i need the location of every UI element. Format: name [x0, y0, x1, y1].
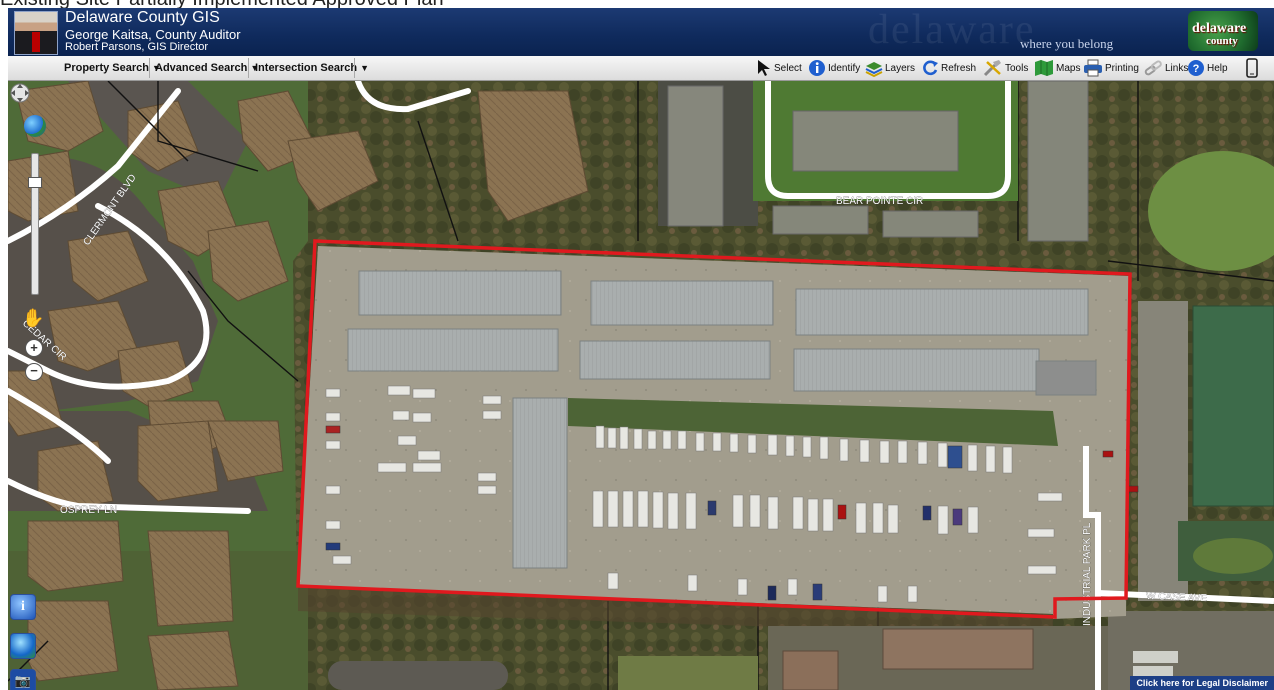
tools-tool[interactable]: Tools — [983, 58, 1028, 78]
globe-icon[interactable] — [24, 115, 46, 137]
zoom-slider-handle[interactable] — [28, 177, 42, 188]
refresh-tool[interactable]: Refresh — [921, 58, 976, 78]
slide-caption-text: Existing Site Partially Implemented Appr… — [0, 0, 444, 8]
printer-icon — [1084, 59, 1102, 77]
legal-disclaimer-link[interactable]: Click here for Legal Disclaimer — [1130, 676, 1274, 690]
property-search-menu[interactable]: Property Search▼ — [64, 62, 161, 74]
select-tool[interactable]: Select — [756, 58, 802, 78]
pan-control-icon[interactable] — [8, 81, 32, 105]
road-label: BEAR POINTE CIR — [836, 196, 923, 207]
zoom-out-button[interactable]: − — [25, 363, 43, 381]
map-icon — [1035, 60, 1053, 76]
identify-tool[interactable]: Identify — [808, 58, 860, 78]
help-icon: ? — [1188, 60, 1204, 76]
info-icon[interactable]: i — [10, 594, 36, 620]
logo-text-2: county — [1206, 35, 1238, 47]
help-tool[interactable]: ? Help — [1187, 58, 1228, 78]
mobile-icon — [1246, 58, 1258, 78]
auditor-photo — [14, 11, 58, 55]
road-label: INDUSTRIAL PARK PL — [1082, 522, 1093, 626]
layers-tool[interactable]: Layers — [865, 58, 915, 78]
aerial-imagery: CLERMONT BLVD CEDAR CIR OSPREY LN — [8, 81, 1274, 690]
highlighted-parcel[interactable] — [296, 239, 1132, 619]
toolbar: Property Search▼ Advanced Search▼ Inters… — [8, 56, 1274, 81]
slide-caption: Existing Site Partially Implemented Appr… — [0, 0, 1274, 8]
camera-icon[interactable]: 📷 — [10, 669, 36, 690]
app-header: Delaware County GIS George Kaitsa, Count… — [8, 8, 1274, 56]
director-name: Robert Parsons, GIS Director — [65, 41, 209, 53]
refresh-icon — [923, 60, 938, 76]
header-tagline: where you belong — [1020, 36, 1114, 51]
chevron-down-icon: ▼ — [151, 63, 161, 73]
arrow-cursor-icon — [758, 60, 770, 76]
globe-icon[interactable] — [10, 633, 36, 659]
layers-icon — [865, 62, 883, 77]
maps-tool[interactable]: Maps — [1034, 58, 1080, 78]
map-view[interactable]: CLERMONT BLVD CEDAR CIR OSPREY LN — [8, 81, 1274, 690]
toolbar-divider — [248, 58, 249, 78]
links-tool[interactable]: Links — [1143, 58, 1188, 78]
logo-text-1: delaware — [1192, 21, 1247, 36]
toolbar-divider — [354, 58, 355, 78]
app-title: Delaware County GIS — [65, 9, 220, 26]
auditor-name: George Kaitsa, County Auditor — [65, 27, 241, 42]
county-logo[interactable]: delaware county — [1188, 11, 1258, 51]
hand-pan-icon[interactable]: ✋ — [22, 308, 45, 328]
toolbar-divider — [149, 58, 150, 78]
road-label: W CASE AVE — [1146, 591, 1208, 604]
tools-icon — [983, 60, 1001, 77]
info-icon — [809, 60, 825, 76]
link-icon — [1144, 60, 1162, 76]
zoom-in-button[interactable]: + — [25, 339, 43, 357]
road-label: OSPREY LN — [60, 505, 117, 516]
intersection-search-menu[interactable]: Intersection Search▼ — [255, 62, 370, 74]
mobile-view-tool[interactable] — [1245, 58, 1261, 78]
zoom-slider[interactable] — [31, 153, 39, 295]
svg-text:?: ? — [1193, 63, 1200, 75]
advanced-search-menu[interactable]: Advanced Search▼ — [155, 62, 260, 74]
chevron-down-icon: ▼ — [360, 63, 370, 73]
printing-tool[interactable]: Printing — [1083, 58, 1139, 78]
chevron-down-icon: ▼ — [250, 63, 260, 73]
header-watermark: delaware — [868, 8, 1036, 53]
